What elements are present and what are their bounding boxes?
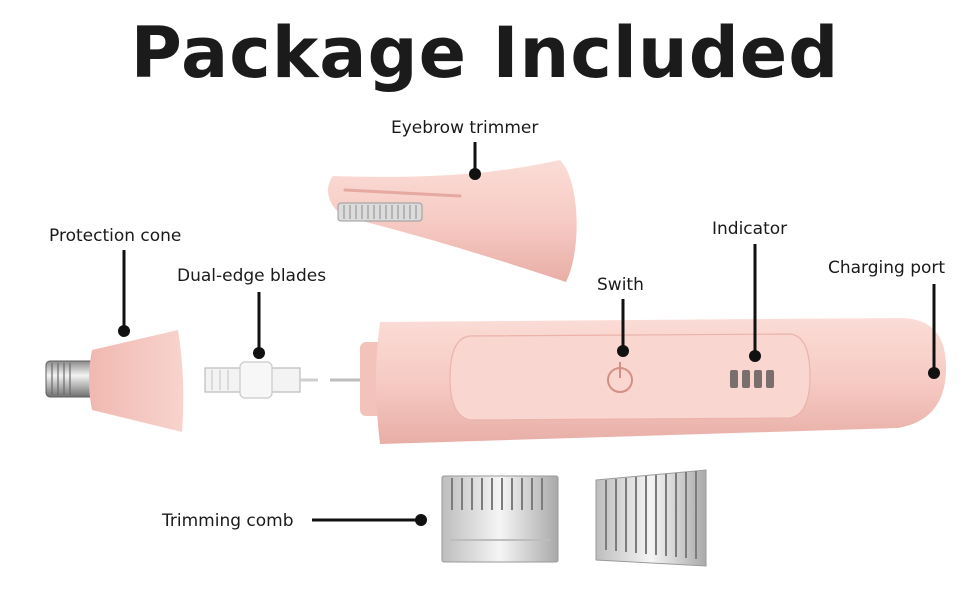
label-protection-cone: Protection cone	[49, 226, 182, 246]
page-title: Package Included	[130, 12, 840, 94]
trimming-comb-side	[595, 469, 707, 567]
eyebrow-trimmer-head	[328, 160, 577, 282]
label-charging-port: Charging port	[828, 258, 946, 278]
label-indicator: Indicator	[712, 219, 788, 239]
label-eyebrow-trimmer: Eyebrow trimmer	[391, 118, 539, 138]
label-dual-edge-blades: Dual-edge blades	[177, 266, 327, 286]
callout-lines	[118, 142, 940, 526]
trimming-comb-front	[441, 475, 559, 563]
label-switch: Swith	[597, 275, 644, 295]
trimmer-body	[330, 318, 947, 444]
dual-edge-blades	[204, 361, 318, 399]
protection-cone	[45, 330, 184, 432]
label-trimming-comb: Trimming comb	[162, 511, 294, 531]
